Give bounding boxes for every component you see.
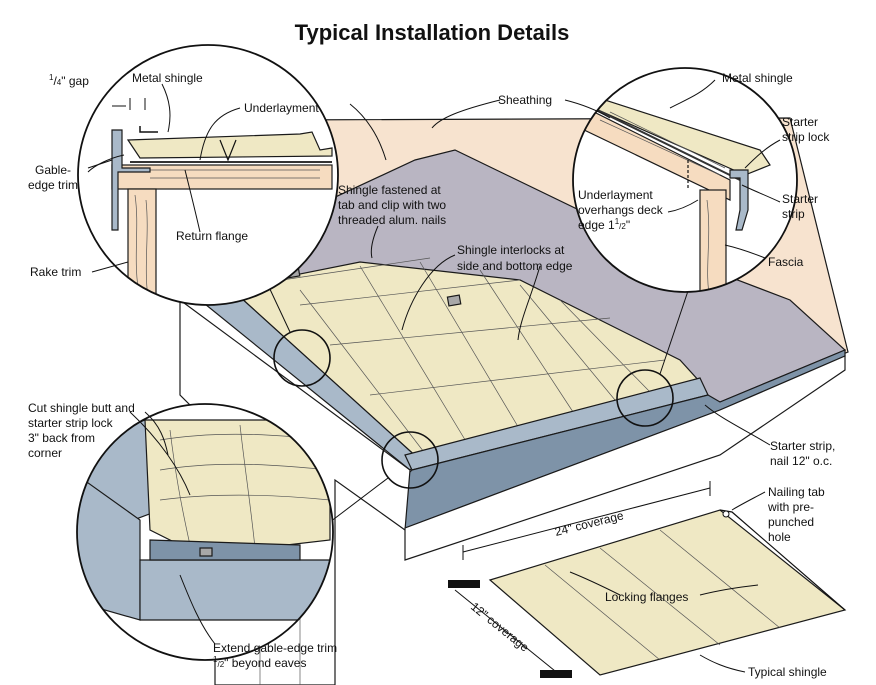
detail-circle-corner xyxy=(381,431,439,489)
nailing-hole-icon xyxy=(722,510,730,518)
typical-shingle-flanges xyxy=(544,529,781,661)
detail-circle-eave xyxy=(616,369,674,427)
label-rake-trim: Rake trim xyxy=(30,265,81,279)
eave-underlayment xyxy=(584,103,741,181)
label-interlocks-1: Shingle interlocks at xyxy=(457,243,565,257)
label-typical-shingle: Typical shingle xyxy=(748,665,827,679)
label-coverage-24: 24" coverage xyxy=(553,508,625,539)
fascia-board xyxy=(699,189,727,292)
detail-gable-border xyxy=(77,44,339,306)
detail-circle-rake xyxy=(273,329,331,387)
detail-eave-border xyxy=(572,67,798,293)
label-fastened-3: threaded alum. nails xyxy=(338,213,446,227)
rake-board xyxy=(127,188,157,305)
label-starter-nail-1: Starter strip, xyxy=(770,439,835,453)
label-gable-edge-trim-1: Gable- xyxy=(35,163,71,177)
detail-corner-border xyxy=(76,403,334,661)
label-nailing-tab-1: Nailing tab xyxy=(768,485,825,499)
label-nailing-tab-4: hole xyxy=(768,530,791,544)
page-title: Typical Installation Details xyxy=(295,20,570,45)
dim-12-bar-bottom xyxy=(540,670,572,678)
detail-gable-edge xyxy=(77,44,339,306)
label-gable-edge-trim-2: edge trim xyxy=(28,178,78,192)
connector-eave xyxy=(659,284,691,375)
leader-lines xyxy=(87,79,781,673)
label-interlocks-2: side and bottom edge xyxy=(457,259,573,273)
label-starter-nail-2: nail 12" o.c. xyxy=(770,454,832,468)
label-fascia: Fascia xyxy=(768,255,804,269)
label-extend-1: Extend gable-edge trim xyxy=(213,641,337,655)
label-starter-lock-2: strip lock xyxy=(782,130,830,144)
label-locking-flanges: Locking flanges xyxy=(605,590,688,604)
typical-shingle-detail xyxy=(448,481,847,678)
label-cut-butt-4: corner xyxy=(28,446,62,460)
label-metal-shingle-left: Metal shingle xyxy=(132,71,203,85)
dim-12-line xyxy=(454,589,561,676)
label-underlayment: Underlayment xyxy=(244,101,319,115)
label-starter-strip-1: Starter xyxy=(782,192,818,206)
label-nailing-tab-2: with pre- xyxy=(767,500,814,514)
corner-starter-strip xyxy=(149,539,301,561)
label-gap: 1/4" gap xyxy=(49,73,89,88)
label-fastened-2: tab and clip with two xyxy=(338,198,446,212)
label-starter-strip-2: strip xyxy=(782,207,805,221)
gable-edge-trim xyxy=(111,129,151,231)
metal-shingle-profile xyxy=(126,131,333,159)
detail-eave-edge xyxy=(572,67,798,293)
label-cut-butt-3: 3" back from xyxy=(28,431,95,445)
label-cut-butt-2: starter strip lock xyxy=(28,416,114,430)
dim-24-line xyxy=(462,487,711,553)
label-underlay-over-2: overhangs deck xyxy=(578,203,664,217)
eave-soffit xyxy=(404,355,846,561)
deck-board xyxy=(111,164,333,190)
label-underlay-over-1: Underlayment xyxy=(578,188,653,202)
connector-rake xyxy=(267,284,291,333)
connector-corner xyxy=(329,477,389,523)
dim-12-bar-top xyxy=(448,580,480,588)
label-sheathing: Sheathing xyxy=(498,93,552,107)
label-fastened-1: Shingle fastened at xyxy=(338,183,441,197)
label-underlay-over-3: edge 11/2" xyxy=(578,217,630,232)
label-starter-lock-1: Starter xyxy=(782,115,818,129)
label-extend-2: 1/2" beyond eaves xyxy=(213,655,306,670)
label-return-flange: Return flange xyxy=(176,229,248,243)
label-nailing-tab-3: punched xyxy=(768,515,814,529)
label-metal-shingle-right: Metal shingle xyxy=(722,71,793,85)
return-flange xyxy=(139,126,158,133)
detail-corner xyxy=(76,403,334,661)
starter-strip-profile xyxy=(729,169,749,231)
corner-nailing-tab xyxy=(199,547,213,557)
label-cut-butt-1: Cut shingle butt and xyxy=(28,401,135,415)
